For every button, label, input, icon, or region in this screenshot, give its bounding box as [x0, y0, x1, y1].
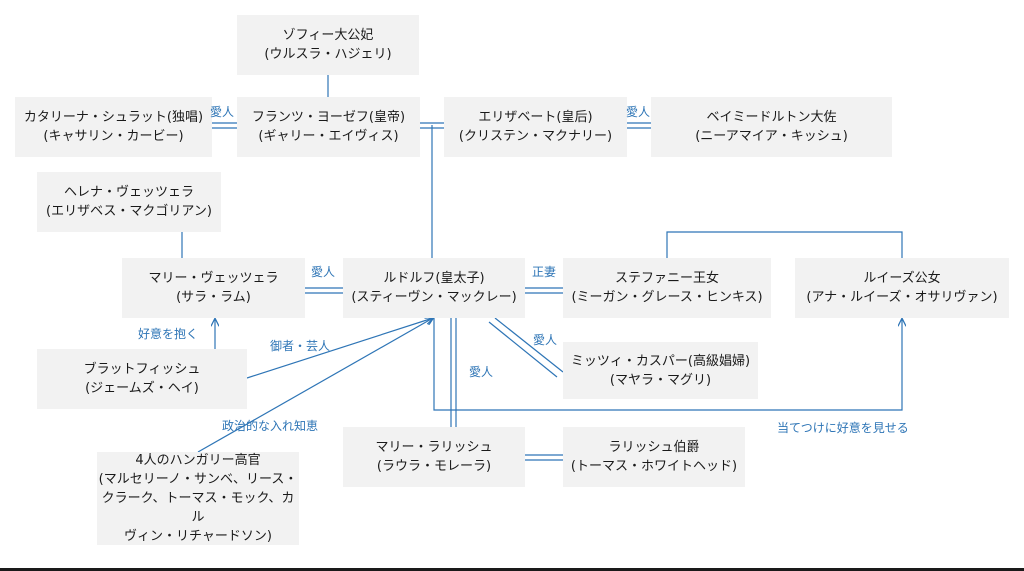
node-katharina: カタリーナ・シュラット(独唱) (キャサリン・カービー): [15, 97, 212, 157]
node-stephanie-text: ステファニー王女 (ミーガン・グレース・ヒンキス): [571, 271, 763, 305]
node-elisabeth-text: エリザベート(皇后) (クリステン・マクナリー): [458, 110, 613, 144]
bottom-border: [0, 568, 1024, 571]
label-lover-mitzi: 愛人: [533, 333, 558, 347]
node-franz: フランツ・ヨーゼフ(皇帝) (ギャリー・エイヴィス): [237, 97, 420, 157]
label-coachman: 御者・芸人: [270, 339, 331, 353]
edge-stephanie-louise: [666, 231, 903, 258]
node-louise-text: ルイーズ公女 (アナ・ルイーズ・オサリヴァン): [806, 271, 998, 305]
label-lover-mary: 愛人: [311, 265, 336, 279]
node-count-larisch: ラリッシュ伯爵 (トーマス・ホワイトヘッド): [563, 427, 745, 487]
node-louise: ルイーズ公女 (アナ・ルイーズ・オサリヴァン): [795, 258, 1009, 318]
label-crush: 好意を抱く: [138, 327, 199, 341]
node-bay-text: ベイミードルトン大佐 (ニーアマイア・キッシュ): [695, 110, 848, 144]
node-larisch: マリー・ラリッシュ (ラウラ・モレーラ): [343, 427, 525, 487]
label-flirt: 当てつけに好意を見せる: [777, 421, 909, 435]
node-sophie: ゾフィー大公妃 (ウルスラ・ハジェリ): [237, 15, 419, 75]
node-rudolf-text: ルドルフ(皇太子) (スティーヴン・マックレー): [351, 271, 517, 305]
label-lover-larisch: 愛人: [469, 365, 494, 379]
node-mary: マリー・ヴェッツェラ (サラ・ラム): [122, 258, 305, 318]
node-helene-text: ヘレナ・ヴェッツェラ (エリザベス・マクゴリアン): [46, 185, 212, 219]
node-sophie-text: ゾフィー大公妃 (ウルスラ・ハジェリ): [264, 28, 392, 62]
node-elisabeth: エリザベート(皇后) (クリステン・マクナリー): [444, 97, 627, 157]
node-bratfisch-text: ブラットフィッシュ (ジェームズ・ヘイ): [83, 362, 201, 396]
label-lover-elisabeth-bay: 愛人: [626, 105, 651, 119]
node-rudolf: ルドルフ(皇太子) (スティーヴン・マックレー): [343, 258, 525, 318]
node-count-larisch-text: ラリッシュ伯爵 (トーマス・ホワイトヘッド): [570, 440, 738, 474]
arrow-bratfisch-rudolf: [246, 318, 433, 379]
arrow-rudolf-louise: [433, 318, 902, 411]
node-katharina-text: カタリーナ・シュラット(独唱) (キャサリン・カービー): [23, 110, 204, 144]
arrow-officers-rudolf: [197, 318, 433, 453]
node-bay: ベイミードルトン大佐 (ニーアマイア・キッシュ): [651, 97, 892, 157]
label-wife: 正妻: [532, 265, 557, 279]
node-stephanie: ステファニー王女 (ミーガン・グレース・ヒンキス): [563, 258, 771, 318]
node-mitzi-text: ミッツィ・カスパー(高級娼婦) (マヤラ・マグリ): [570, 353, 751, 388]
node-officers-text: 4人のハンガリー高官 (マルセリーノ・サンベ、リース・ クラーク、トーマス・モッ…: [98, 453, 298, 544]
node-mitzi: ミッツィ・カスパー(高級娼婦) (マヤラ・マグリ): [563, 342, 758, 399]
node-larisch-text: マリー・ラリッシュ (ラウラ・モレーラ): [375, 440, 493, 474]
label-lover-franz-katharina: 愛人: [210, 105, 235, 119]
edge-rudolf-mitzi-b: [488, 321, 558, 378]
node-helene: ヘレナ・ヴェッツェラ (エリザベス・マクゴリアン): [37, 172, 221, 232]
node-franz-text: フランツ・ヨーゼフ(皇帝) (ギャリー・エイヴィス): [251, 110, 406, 144]
node-bratfisch: ブラットフィッシュ (ジェームズ・ヘイ): [37, 349, 247, 409]
node-mary-text: マリー・ヴェッツェラ (サラ・ラム): [148, 271, 279, 305]
label-political: 政治的な入れ知恵: [222, 419, 319, 433]
edge-rudolf-mitzi-a: [494, 317, 564, 373]
node-officers: 4人のハンガリー高官 (マルセリーノ・サンベ、リース・ クラーク、トーマス・モッ…: [97, 452, 299, 545]
